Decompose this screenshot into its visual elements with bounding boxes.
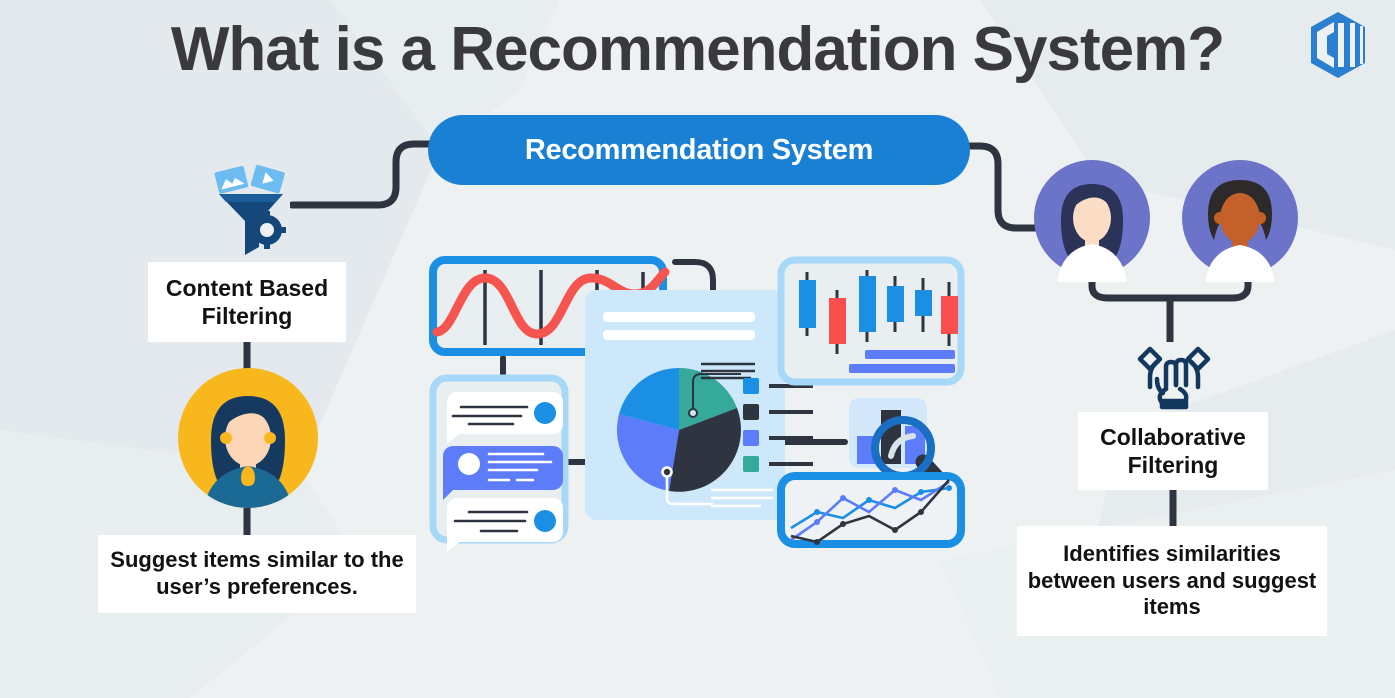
chat-messages-card: [429, 374, 569, 552]
analytics-dashboard-illustration: [429, 256, 965, 552]
page-title: What is a Recommendation System?: [170, 15, 1225, 84]
line-chart-card: [777, 472, 965, 548]
collaborative-filtering-description: Identifies similarities between users an…: [1017, 526, 1327, 636]
collaborative-filtering-title: Collaborative Filtering: [1078, 412, 1268, 490]
label-text: Identifies similarities between users an…: [1027, 540, 1317, 620]
male-user-avatar: [1182, 160, 1298, 282]
label-text: Suggest items similar to the user’s pref…: [110, 547, 404, 599]
label-text: Collaborative Filtering: [1100, 423, 1246, 478]
connector-right-avatars: [1088, 268, 1252, 342]
label-text: Content Based Filtering: [165, 274, 329, 329]
teamwork-hands-icon: [1137, 346, 1211, 410]
recommendation-system-banner[interactable]: Recommendation System: [428, 115, 970, 185]
hexagon-bars-logo: [1311, 12, 1365, 78]
female-user-avatar: [178, 368, 318, 508]
pie-legend: [743, 378, 813, 472]
connector-right: [960, 142, 1095, 232]
content-filter-funnel-icon: [214, 164, 286, 255]
banner-label: Recommendation System: [524, 133, 874, 166]
connector-left: [290, 140, 440, 209]
candlestick-chart-card: [777, 256, 965, 386]
content-based-filtering-title: Content Based Filtering: [148, 262, 346, 342]
female-user-avatar: [1034, 160, 1150, 282]
pie-chart-report-card: [585, 290, 813, 520]
content-based-filtering-description: Suggest items similar to the user’s pref…: [98, 535, 416, 613]
connector-right-vertical: [1169, 486, 1177, 530]
